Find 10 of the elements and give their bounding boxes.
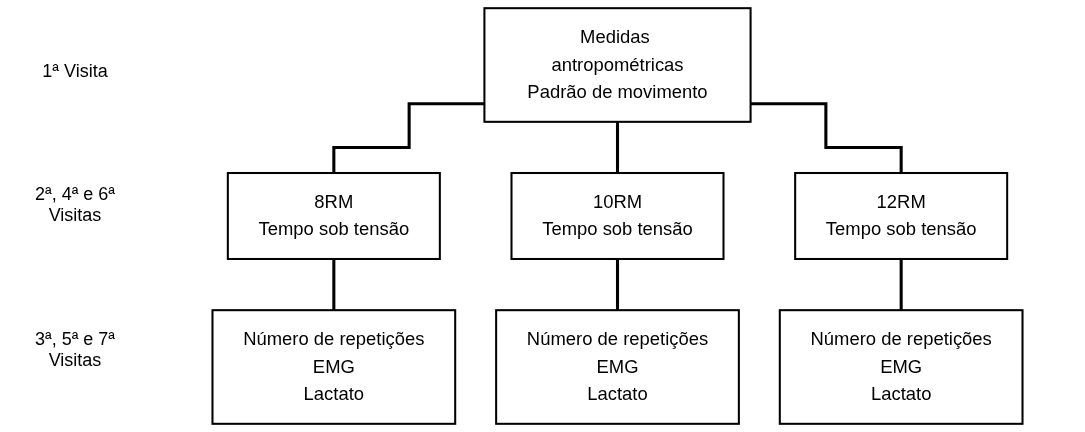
node-box: 12RM Tempo sob tensão bbox=[794, 171, 1009, 261]
node-box: 8RM Tempo sob tensão bbox=[226, 171, 441, 261]
node-box: Medidas antropométricas Padrão de movimento bbox=[483, 7, 752, 123]
node-box: Número de repetições EMG Lactato bbox=[211, 309, 457, 425]
node-box: 10RM Tempo sob tensão bbox=[510, 171, 725, 261]
visit-label: 1ª Visita bbox=[42, 61, 108, 83]
visit-label: 2ª, 4ª e 6ª Visitas bbox=[33, 184, 116, 227]
node-box: Número de repetições EMG Lactato bbox=[778, 309, 1024, 425]
node-box: Número de repetições EMG Lactato bbox=[495, 309, 740, 425]
visit-label: 3ª, 5ª e 7ª Visitas bbox=[33, 328, 116, 371]
